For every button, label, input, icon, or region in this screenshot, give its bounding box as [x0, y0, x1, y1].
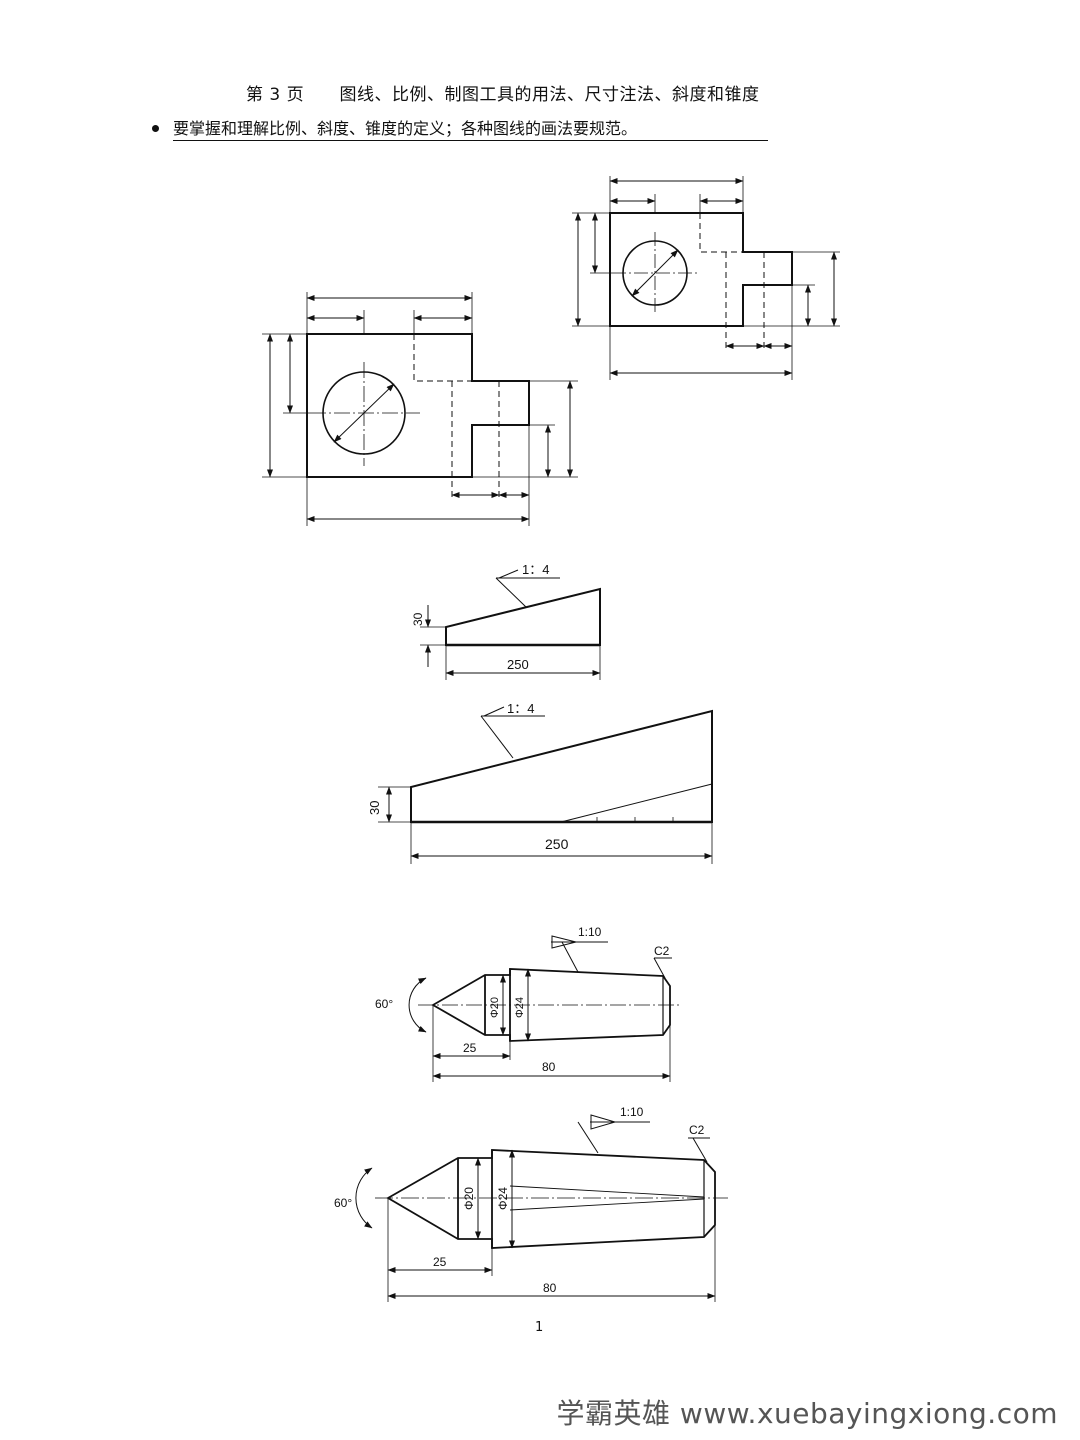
- slope-practice-length-label: 250: [545, 836, 569, 852]
- slope-ref-ratio-label: 1：4: [522, 562, 549, 577]
- bullet-icon: [152, 124, 159, 132]
- taper-practice-len-total: 80: [543, 1281, 557, 1295]
- practice-view-large: [262, 292, 578, 526]
- taper-ref-angle-label: 60°: [375, 997, 393, 1011]
- taper-practice-angle-label: 60°: [334, 1196, 352, 1210]
- slope-practice: [378, 706, 713, 864]
- taper-ref-ratio-label: 1:10: [578, 925, 602, 939]
- taper-ref-dia-large: Φ24: [514, 997, 526, 1018]
- taper-practice-dia-small: Φ20: [462, 1187, 476, 1210]
- slope-ref-length-label: 250: [507, 657, 529, 672]
- taper-practice: [355, 1114, 728, 1302]
- taper-ref-len-short: 25: [463, 1041, 477, 1055]
- requirement-text: 要掌握和理解比例、斜度、锥度的定义；各种图线的画法要规范。: [173, 115, 768, 141]
- reference-view-small: [572, 176, 840, 380]
- slope-ref-height-label: 30: [411, 612, 425, 626]
- slope-practice-height-label: 30: [367, 801, 382, 815]
- taper-reference: [408, 935, 682, 1082]
- taper-ref-len-total: 80: [542, 1060, 556, 1074]
- taper-practice-chamfer-label: C2: [689, 1123, 705, 1137]
- taper-practice-len-short: 25: [433, 1255, 447, 1269]
- taper-ref-dia-small: Φ20: [489, 997, 501, 1018]
- requirement-line: 要掌握和理解比例、斜度、锥度的定义；各种图线的画法要规范。: [152, 115, 768, 141]
- taper-practice-dia-large: Φ24: [496, 1187, 510, 1210]
- taper-ref-chamfer-label: C2: [654, 944, 670, 958]
- site-watermark: 学霸英雄 www.xuebayingxiong.com: [556, 1397, 1058, 1430]
- slope-practice-ratio-label: 1：4: [507, 701, 534, 716]
- page-title: 第 3 页 图线、比例、制图工具的用法、尺寸注法、斜度和锥度: [246, 85, 760, 105]
- taper-practice-ratio-label: 1:10: [620, 1105, 644, 1119]
- slope-reference: [420, 569, 601, 680]
- page-number: 1: [535, 1320, 544, 1335]
